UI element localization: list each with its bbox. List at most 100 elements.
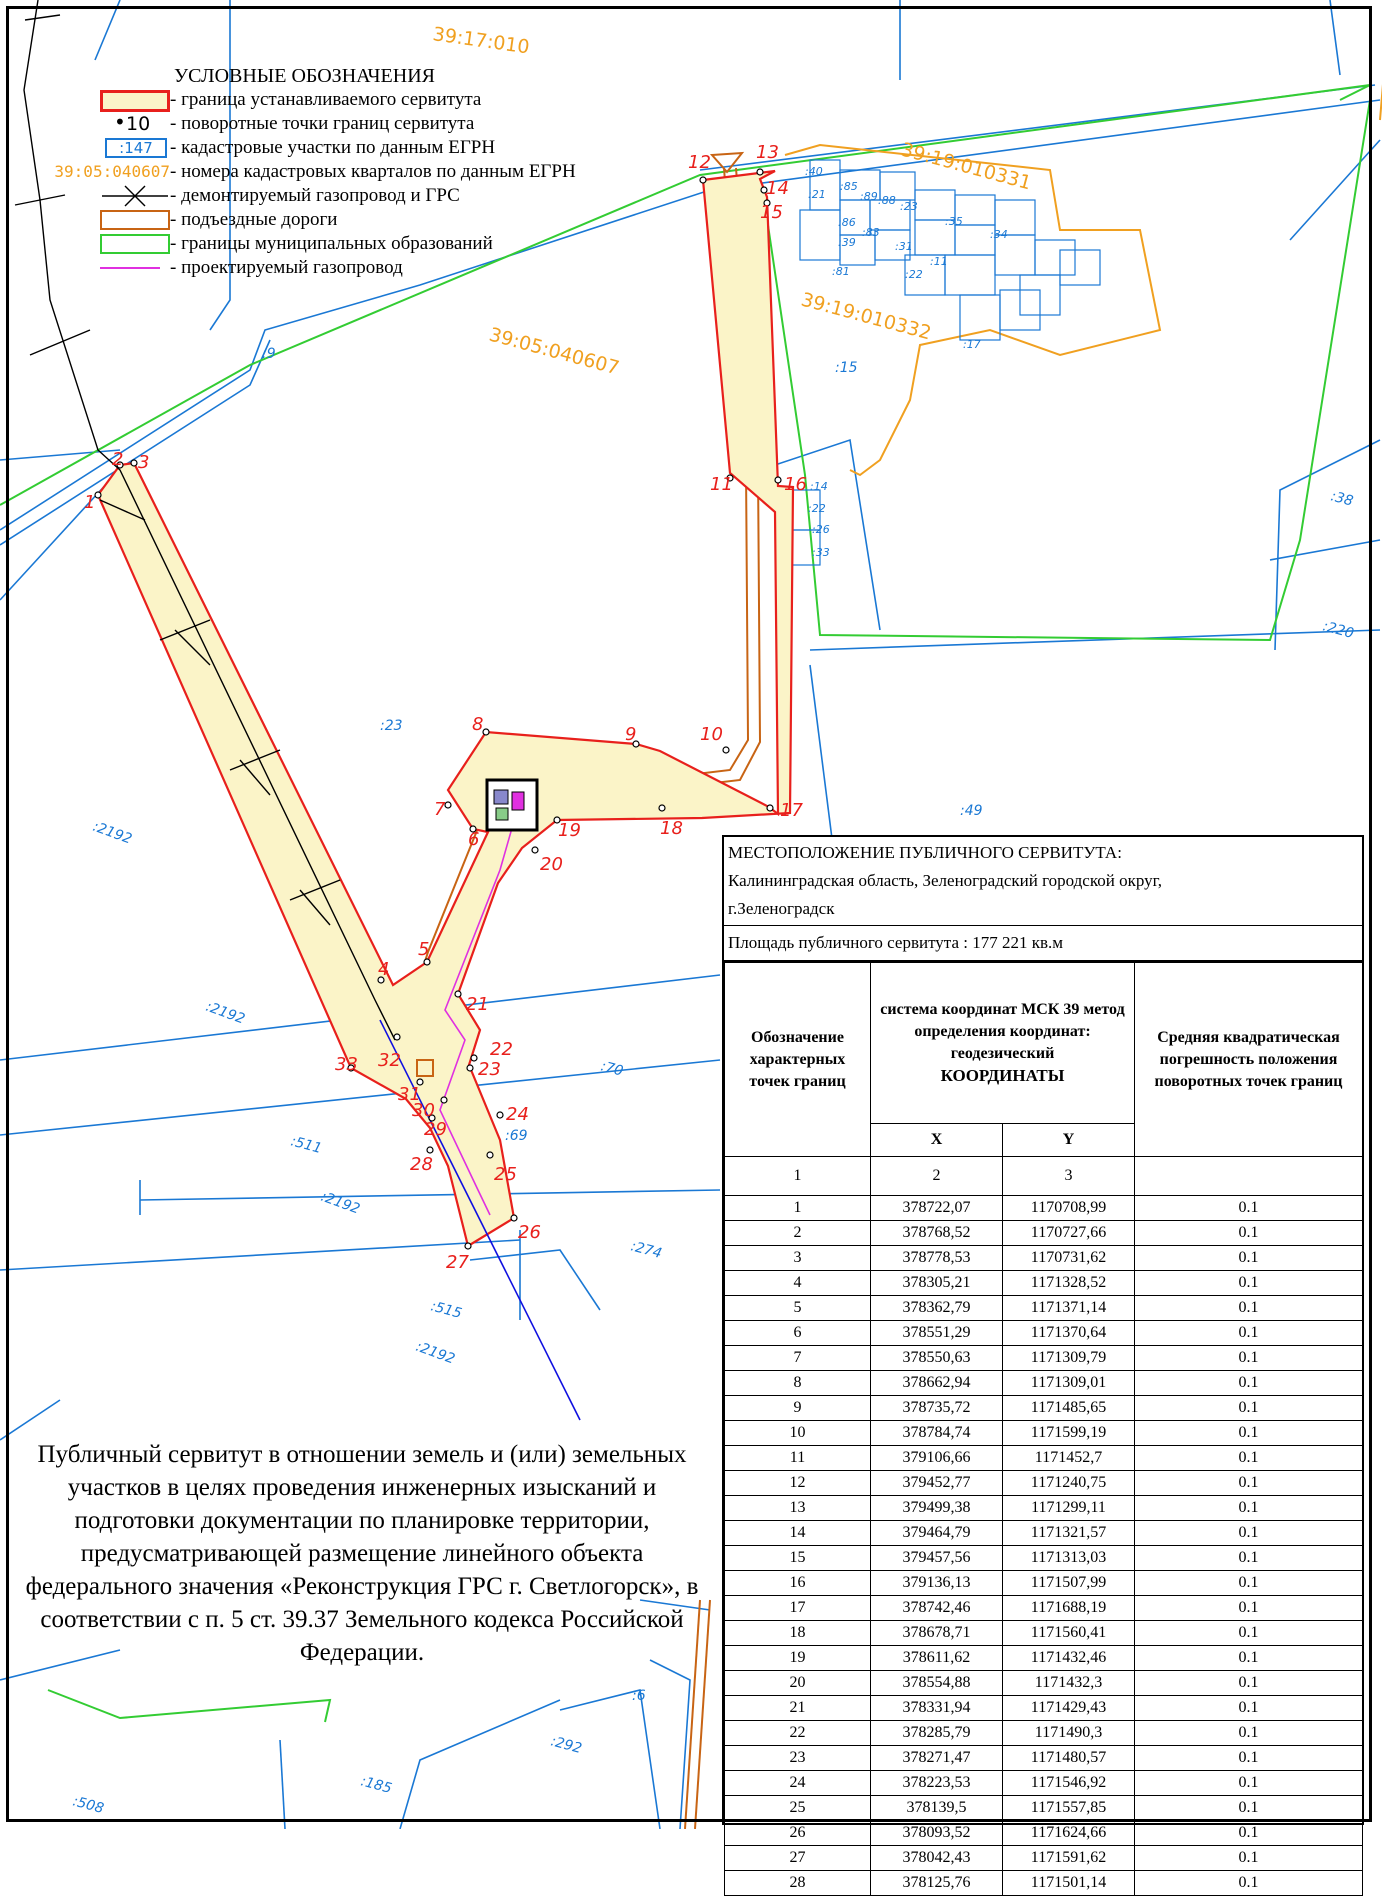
point-label: 2 xyxy=(112,449,123,470)
coord-y: 1170731,62 xyxy=(1002,1245,1135,1271)
point-number: 20 xyxy=(724,1670,871,1696)
coord-x: 378362,79 xyxy=(870,1295,1003,1321)
legend-label: - проектируемый газопровод xyxy=(170,257,403,278)
coord-y: 1171309,01 xyxy=(1002,1370,1135,1396)
error-value: 0.1 xyxy=(1134,1795,1363,1821)
coord-x: 378735,72 xyxy=(870,1395,1003,1421)
coord-x: 378611,62 xyxy=(870,1645,1003,1671)
point-label: 15 xyxy=(760,202,783,223)
coord-x: 378223,53 xyxy=(870,1770,1003,1796)
error-value: 0.1 xyxy=(1134,1245,1363,1271)
quarter-sample: 39:05:040607 xyxy=(54,162,170,181)
parcel-label: :220 xyxy=(1321,618,1356,642)
parcel-label: :14 xyxy=(810,480,828,493)
col-x: X xyxy=(870,1123,1003,1157)
error-value: 0.1 xyxy=(1134,1845,1363,1871)
coord-x: 378678,71 xyxy=(870,1620,1003,1646)
point-number: 23 xyxy=(724,1745,871,1771)
point-label: 24 xyxy=(506,1104,529,1125)
point-label: 21 xyxy=(466,994,489,1015)
point-label: 5 xyxy=(418,939,429,960)
error-value: 0.1 xyxy=(1134,1320,1363,1346)
parcel-swatch: :147 xyxy=(105,138,167,158)
point-number: 28 xyxy=(724,1870,871,1896)
point-label: 8 xyxy=(472,714,483,735)
parcel-label: :86 xyxy=(838,216,856,229)
coord-y: 1171452,7 xyxy=(1002,1445,1135,1471)
parcel-label: :6 xyxy=(632,1688,646,1704)
point-label: 13 xyxy=(756,142,779,163)
coord-x: 378551,29 xyxy=(870,1320,1003,1346)
coord-y: 1170708,99 xyxy=(1002,1195,1135,1221)
coord-y: 1171432,3 xyxy=(1002,1670,1135,1696)
error-value: 0.1 xyxy=(1134,1220,1363,1246)
parcel-label: :2192 xyxy=(414,1339,457,1368)
coord-x: 378768,52 xyxy=(870,1220,1003,1246)
coord-y: 1171480,57 xyxy=(1002,1745,1135,1771)
legend-row-roads: - подъездные дороги xyxy=(50,208,670,232)
location-line: Калининградская область, Зеленоградский … xyxy=(728,871,1162,890)
point-number: 2 xyxy=(724,1220,871,1246)
coord-y: 1171371,14 xyxy=(1002,1295,1135,1321)
point-number: 7 xyxy=(724,1345,871,1371)
point-number: 14 xyxy=(724,1520,871,1546)
point-number: 8 xyxy=(724,1370,871,1396)
coord-y: 1171432,46 xyxy=(1002,1645,1135,1671)
coord-x: 378784,74 xyxy=(870,1420,1003,1446)
coord-x: 379106,66 xyxy=(870,1445,1003,1471)
point-label: 12 xyxy=(688,152,711,173)
point-label: 3 xyxy=(138,452,149,473)
coordinates-panel: МЕСТОПОЛОЖЕНИЕ ПУБЛИЧНОГО СЕРВИТУТА: Кал… xyxy=(722,835,1364,1896)
point-label: 9 xyxy=(625,724,636,745)
parcel-label: :2192 xyxy=(204,999,247,1028)
quarter-label: 39:05:040607 xyxy=(487,324,622,380)
legend-label: - граница устанавливаемого сервитута xyxy=(170,89,482,110)
point-number: 21 xyxy=(724,1695,871,1721)
servitude-description: Публичный сервитут в отношении земель и … xyxy=(25,1441,699,1666)
quarter-label: 39:19:010332 xyxy=(799,289,934,345)
location-block: МЕСТОПОЛОЖЕНИЕ ПУБЛИЧНОГО СЕРВИТУТА: Кал… xyxy=(724,837,1362,926)
legend-label: - демонтируемый газопровод и ГРС xyxy=(170,185,460,206)
error-value: 0.1 xyxy=(1134,1570,1363,1596)
point-label: 7 xyxy=(434,799,446,820)
error-value: 0.1 xyxy=(1134,1645,1363,1671)
coord-y: 1171313,03 xyxy=(1002,1545,1135,1571)
error-value: 0.1 xyxy=(1134,1745,1363,1771)
parcel-label: :83 xyxy=(862,226,880,239)
point-number: 27 xyxy=(724,1845,871,1871)
point-label: 20 xyxy=(540,854,563,875)
parcel-label: :9 xyxy=(262,346,276,362)
coord-x: 379457,56 xyxy=(870,1545,1003,1571)
coord-y: 1171501,14 xyxy=(1002,1870,1135,1896)
col-number: 3 xyxy=(1002,1156,1135,1196)
parcel-label: :38 xyxy=(1329,488,1355,509)
parcel-label: :511 xyxy=(289,1133,324,1157)
error-value: 0.1 xyxy=(1134,1670,1363,1696)
point-number: 12 xyxy=(724,1470,871,1496)
coord-y: 1171485,65 xyxy=(1002,1395,1135,1421)
error-value: 0.1 xyxy=(1134,1545,1363,1571)
error-value: 0.1 xyxy=(1134,1870,1363,1896)
point-label: 28 xyxy=(410,1154,433,1175)
point-label: 25 xyxy=(494,1164,517,1185)
parcel-label: :70 xyxy=(599,1058,625,1079)
point-label: 30 xyxy=(412,1100,435,1121)
point-label: 27 xyxy=(446,1252,469,1273)
point-label: 19 xyxy=(558,820,581,841)
parcel-label: :274 xyxy=(629,1238,664,1262)
point-number: 4 xyxy=(724,1270,871,1296)
legend-row-servitude: - граница устанавливаемого сервитута xyxy=(50,88,670,112)
point-label: 31 xyxy=(398,1084,421,1105)
